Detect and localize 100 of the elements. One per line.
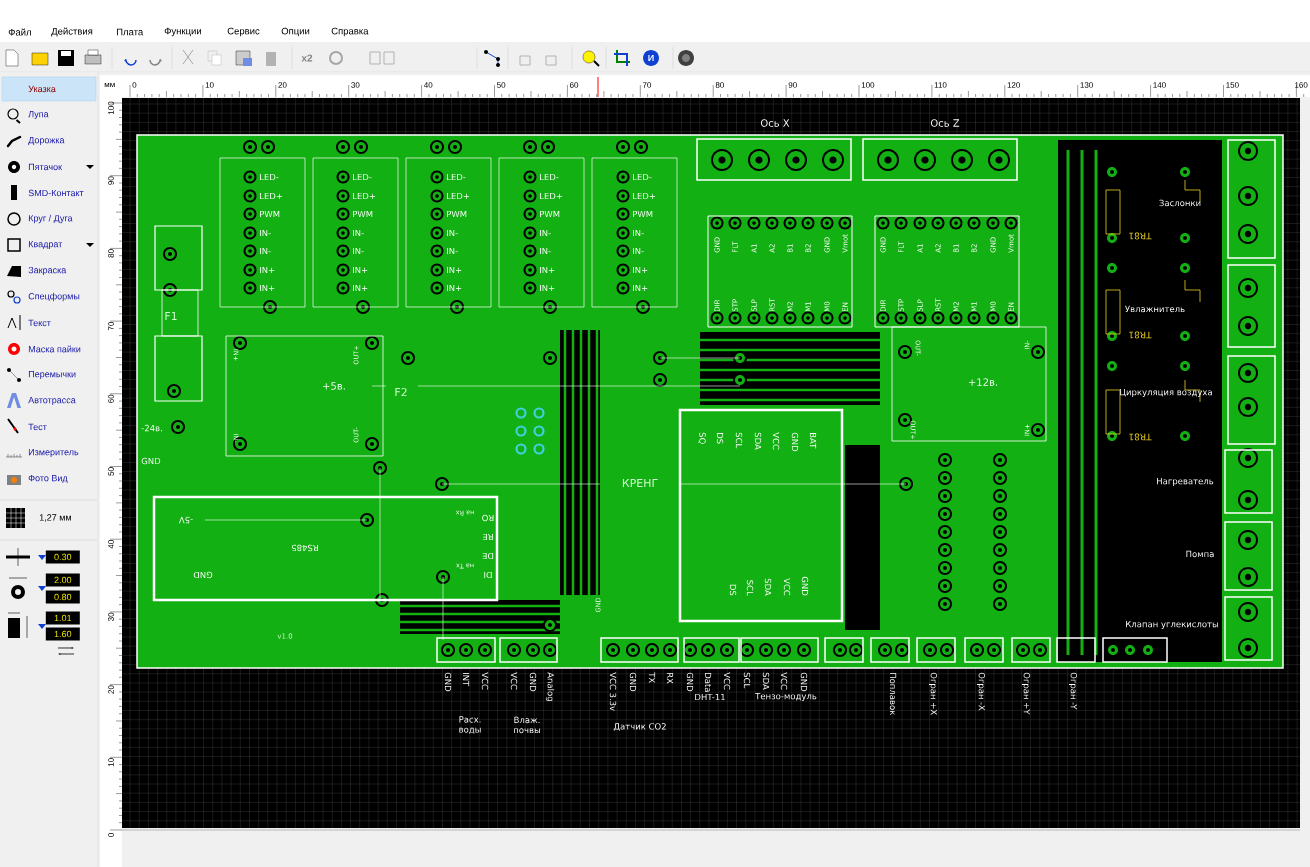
silkscreen-label: Поплавок [889,673,897,716]
ruler-number: 50 [497,82,506,88]
silkscreen-label: DI [484,571,492,579]
silkscreen-label: Расх. воды [459,716,481,734]
ruler-number: 70 [642,82,652,88]
silkscreen-label: RE [482,533,493,541]
silkscreen-label: LED- [353,173,372,181]
silkscreen-label: IN+ [540,284,555,292]
silkscreen-label: Ось X [760,119,790,127]
silkscreen-label: LED- [447,173,466,181]
silkscreen-label: Помпа [1186,550,1214,558]
silkscreen-label: Клапан углекислоты [1126,621,1218,629]
silkscreen-label: BAT [809,433,817,449]
ruler-number: 40 [108,540,114,549]
silkscreen-label: Ось Z [930,119,960,127]
silkscreen-label: IN+ [447,266,462,274]
silkscreen-label: +5в. [323,382,345,390]
silkscreen-label: Влаж. почвы [514,716,540,734]
silkscreen-label: SCL [746,580,754,596]
silkscreen-label: VCC [481,672,489,690]
silkscreen-label: SDA [764,578,772,596]
silkscreen-label: VCC [510,672,518,690]
ruler-number: 80 [715,82,724,88]
silkscreen-label: +12в. [969,378,997,386]
ruler-number: 120 [1007,82,1021,88]
ruler-number: 130 [1080,82,1093,88]
tool-label: Закраска [28,266,67,276]
silkscreen-label: IN- [447,247,458,255]
silkscreen-label: IN- [353,229,364,237]
menu-item: Файл [8,28,31,36]
tool-label: Измеритель [28,448,79,458]
silkscreen-label: GND [629,672,637,692]
silkscreen-label: IN+ [447,284,462,292]
silkscreen-label: -24в. [141,424,162,432]
silkscreen-label: IN+ [353,284,368,292]
silkscreen-label: LED- [260,173,279,181]
silkscreen-label: Циркуляция воздуха [1120,389,1212,397]
tool-label: Круг / Дуга [28,214,73,224]
silkscreen-label: VCC [780,672,788,690]
silkscreen-label: IN+ [260,266,275,274]
grid-size-label: 1,27 мм [39,514,71,522]
silkscreen-label: Огран -Y [1068,672,1078,710]
silkscreen-label: Analog [545,672,555,701]
menu-item: Опции [281,27,310,37]
ruler-number: 100 [861,82,875,88]
value-field: 2.00 [45,573,80,587]
silkscreen-label: Data [704,673,712,692]
ruler-number: 20 [278,82,287,88]
silkscreen-label: Тензо-модуль [755,693,817,701]
silkscreen-label: DHT-11 [695,693,725,701]
silkscreen-label: Огран +X [928,672,938,715]
part-label: TR81 [1129,433,1152,441]
silkscreen-label: VCC [772,432,780,450]
ruler-number: 50 [108,467,114,476]
part-label: TR81 [1129,232,1152,240]
tool-label: Лупа [28,110,49,120]
value-field: 0.80 [45,590,80,604]
silkscreen-label: IN+ [353,266,368,274]
ruler-number: 70 [108,321,114,331]
silkscreen-label: F1 [165,312,177,320]
tool-label: Фото Вид [28,475,68,483]
ruler-number: 60 [570,82,579,88]
toolbar-label: x2 [301,54,313,62]
tool-label: Тест [28,423,47,431]
ruler-number: 20 [108,685,114,694]
silkscreen-label: GND [801,576,809,596]
menu-item: Плата [117,28,144,36]
selected-tool-button: Указка [1,76,97,102]
tool-label: Дорожка [28,136,65,146]
silkscreen-label: GND [193,571,213,579]
value-field: 0.30 [45,550,80,564]
silkscreen-label: IN+ [540,266,555,274]
tool-label: Маска пайки [28,345,81,353]
silkscreen-label: DE [482,552,494,560]
silkscreen-label: Нагреватель [1157,478,1214,486]
value-field: 1.60 [45,627,80,641]
silkscreen-label: LED- [540,173,559,181]
silkscreen-label: SDA [754,432,762,450]
silkscreen-label: GND [791,432,799,452]
silkscreen-label: -5V [178,516,193,524]
tool-label: Пятачок [28,163,63,171]
silkscreen-label: INT [462,673,470,687]
ruler-number: 90 [788,82,797,88]
tool-label: Перемычки [28,370,76,380]
silkscreen-label: IN- [633,247,644,255]
value-field: 1.01 [45,611,80,625]
ruler-number: 0 [132,82,137,88]
silkscreen-label: TX [648,672,656,683]
silkscreen-label: RO [482,514,494,522]
tool-label: Спецформы [28,292,80,302]
silkscreen-label: PWM [447,210,467,218]
silkscreen-label: SCL [735,432,743,449]
silkscreen-label: IN- [260,247,271,255]
silkscreen-label: IN- [633,229,644,237]
silkscreen-label: PWM [540,210,560,218]
ruler-number: 160 [1295,82,1308,88]
silkscreen-label: PWM [633,210,653,218]
silkscreen-label: IN- [353,247,364,255]
tool-label: Квадрат [28,240,63,250]
silkscreen-label: Увлажнитель [1125,305,1185,313]
